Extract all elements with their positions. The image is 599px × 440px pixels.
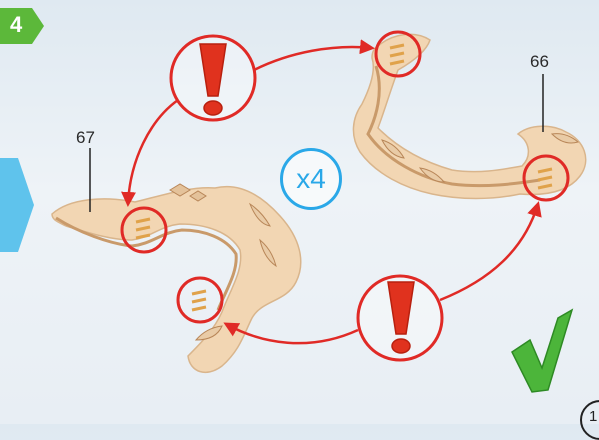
instruction-step: 4 bbox=[0, 0, 599, 424]
assembly-illustration bbox=[0, 0, 599, 424]
arrow-to-left-slot bbox=[128, 100, 178, 204]
arrow-to-right-slot bbox=[440, 204, 538, 300]
part-label-67: 67 bbox=[76, 128, 95, 148]
part-label-66: 66 bbox=[530, 52, 549, 72]
warning-top bbox=[171, 36, 255, 120]
slot-marker-bottom bbox=[178, 278, 222, 322]
checkmark-icon bbox=[512, 310, 572, 392]
wood-part-66 bbox=[353, 34, 585, 198]
page-number: 1 bbox=[589, 408, 597, 425]
arrow-to-top-slot bbox=[254, 47, 372, 70]
wood-part-67 bbox=[52, 184, 301, 372]
quantity-multiplier: x4 bbox=[280, 148, 342, 210]
warning-bottom bbox=[358, 276, 442, 360]
